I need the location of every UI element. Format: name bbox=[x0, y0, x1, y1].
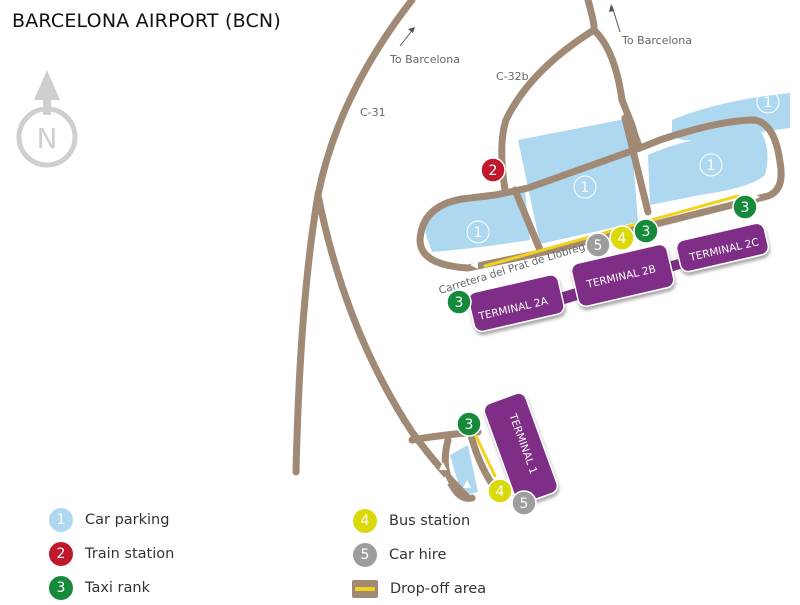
taxi-rank-marker[interactable]: 3 bbox=[456, 411, 482, 437]
train-icon: 2 bbox=[49, 542, 73, 566]
svg-text:5: 5 bbox=[594, 238, 603, 254]
legend-label: Drop-off area bbox=[390, 581, 487, 597]
parking-marker[interactable]: 1 bbox=[466, 220, 490, 244]
car-hire-icon: 5 bbox=[353, 543, 377, 567]
bus-icon: 4 bbox=[353, 509, 377, 533]
taxi-rank-marker[interactable]: 3 bbox=[446, 289, 472, 315]
car-hire-marker[interactable]: 5 bbox=[585, 232, 611, 258]
legend-item-bus: 4 Bus station bbox=[353, 508, 470, 534]
map-title: BARCELONA AIRPORT (BCN) bbox=[12, 10, 281, 32]
svg-text:3: 3 bbox=[455, 295, 464, 311]
legend-label: Car hire bbox=[389, 547, 447, 563]
road-label-c32b: C-32b bbox=[496, 70, 529, 83]
svg-text:3: 3 bbox=[741, 200, 750, 216]
road-label-c31: C-31 bbox=[360, 106, 386, 119]
legend-label: Car parking bbox=[85, 512, 170, 528]
legend-item-train: 2 Train station bbox=[49, 541, 174, 567]
legend-item-car-hire: 5 Car hire bbox=[353, 542, 446, 568]
svg-text:1: 1 bbox=[474, 225, 483, 241]
legend-label: Bus station bbox=[389, 513, 471, 529]
taxi-rank-marker[interactable]: 3 bbox=[732, 194, 758, 220]
terminal-1[interactable]: TERMINAL 1 bbox=[482, 391, 560, 506]
car-hire-marker[interactable]: 5 bbox=[511, 490, 537, 516]
legend-item-taxi: 3 Taxi rank bbox=[49, 575, 150, 601]
svg-text:4: 4 bbox=[618, 231, 627, 247]
parking-marker[interactable]: 1 bbox=[699, 153, 723, 177]
legend-label: Train station bbox=[85, 546, 175, 562]
drop-off-icon bbox=[352, 580, 378, 598]
svg-text:1: 1 bbox=[764, 95, 773, 111]
legend-label: Taxi rank bbox=[85, 580, 150, 596]
svg-text:5: 5 bbox=[520, 496, 529, 512]
svg-text:4: 4 bbox=[496, 484, 505, 500]
svg-text:3: 3 bbox=[465, 417, 474, 433]
train-station-marker[interactable]: 2 bbox=[480, 157, 506, 183]
terminal-2b[interactable]: TERMINAL 2B bbox=[570, 243, 675, 308]
svg-text:2: 2 bbox=[489, 163, 498, 179]
svg-text:1: 1 bbox=[581, 180, 590, 196]
bus-station-marker[interactable]: 4 bbox=[487, 478, 513, 504]
legend-item-parking: 1 Car parking bbox=[49, 507, 169, 533]
parking-marker[interactable]: 1 bbox=[756, 90, 780, 114]
to-barcelona-label-left: To Barcelona bbox=[389, 53, 460, 66]
road-network bbox=[292, 0, 785, 502]
parking-icon: 1 bbox=[49, 508, 73, 532]
parking-marker[interactable]: 1 bbox=[573, 175, 597, 199]
compass-north-icon: N bbox=[16, 70, 78, 168]
to-barcelona-label-right: To Barcelona bbox=[621, 34, 692, 47]
bus-station-marker[interactable]: 4 bbox=[609, 225, 635, 251]
terminal-2a[interactable]: TERMINAL 2A bbox=[467, 273, 566, 333]
svg-text:3: 3 bbox=[642, 224, 651, 240]
svg-text:1: 1 bbox=[707, 158, 716, 174]
taxi-icon: 3 bbox=[49, 576, 73, 600]
taxi-rank-marker[interactable]: 3 bbox=[633, 218, 659, 244]
direction-arrow-icon bbox=[399, 4, 621, 47]
compass-letter: N bbox=[37, 122, 58, 155]
terminal-2c[interactable]: TERMINAL 2C bbox=[675, 222, 770, 273]
legend-item-dropoff: Drop-off area bbox=[352, 576, 486, 602]
